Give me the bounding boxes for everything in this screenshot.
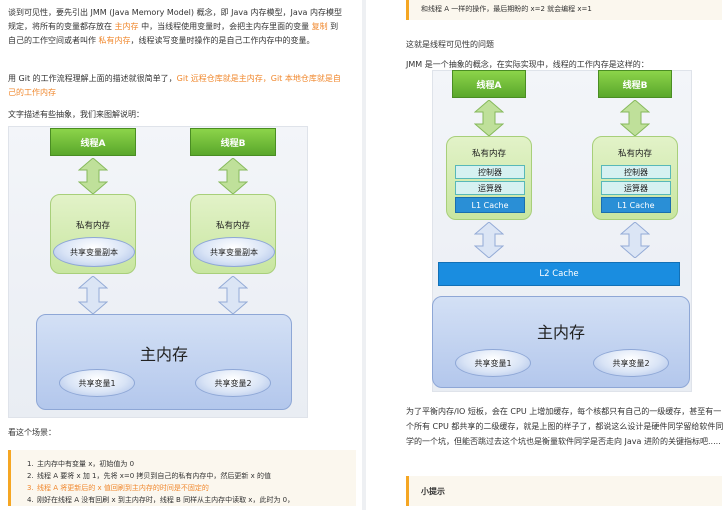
step-number: 4. — [27, 496, 34, 504]
scene-label: 看这个场景： — [8, 428, 56, 437]
top-quote: 和线程 A 一样的操作，最后期盼的 x=2 就会编程 x=1 — [406, 0, 722, 20]
private-memory-a: 私有内存 共享变量副本 — [50, 194, 136, 274]
step-text: 主内存中有变量 x，初始值为 0 — [37, 460, 135, 468]
right-page: 和线程 A 一样的操作，最后期盼的 x=2 就会编程 x=1 这就是线程可见性的… — [366, 0, 728, 510]
private-memory-b: 私有内存 共享变量副本 — [190, 194, 276, 274]
step-text: 刚好在线程 A 没有回刷 x 到主内存时，线程 B 同样从主内存中读取 x，此时… — [37, 496, 295, 504]
git-highlight: Git 远程仓库就是主内存，Git 本地仓库就是自己的工作内存 — [8, 74, 341, 97]
step-number: 2. — [27, 472, 34, 480]
shared-var-1: 共享变量1 — [455, 349, 531, 377]
highlight-private-memory: 私有内存 — [98, 36, 131, 45]
left-page: 谈到可见性，要先引出 JMM (Java Memory Model) 概念，即 … — [0, 0, 362, 510]
alu-box: 运算器 — [601, 181, 671, 195]
double-arrow-icon — [474, 222, 504, 258]
highlight-main-memory: 主内存 — [114, 22, 139, 31]
thread-a-box: 线程A — [452, 70, 526, 98]
shared-var-1: 共享变量1 — [59, 369, 135, 397]
jmm-diagram: 线程A 线程B 私有内存 共享变量副本 私有内存 共享变量副本 主内存 共享变量… — [8, 126, 308, 418]
double-arrow-icon — [218, 276, 248, 314]
diagram-intro: 文字描述有些抽象，我们来图解说明： — [8, 110, 144, 119]
shared-copy-a: 共享变量副本 — [53, 237, 135, 267]
double-arrow-icon — [620, 100, 650, 136]
cpu-cache-diagram: 线程A 线程B 私有内存 控制器 运算器 L1 Cache 私有内存 控制器 运… — [432, 70, 692, 392]
step-item: 1.主内存中有变量 x，初始值为 0 — [27, 458, 294, 470]
jmm-paragraph: JMM 是一个抽象的概念，在实际实现中，线程的工作内存是这样的： — [406, 60, 649, 69]
double-arrow-icon — [78, 158, 108, 194]
double-arrow-icon — [218, 158, 248, 194]
shared-copy-b: 共享变量副本 — [193, 237, 275, 267]
step-text: 线程 A 将更新后的 x 值回刷到主内存的时间是不固定的 — [37, 484, 209, 492]
tip-box: 小提示 — [406, 476, 722, 506]
controller-box: 控制器 — [601, 165, 671, 179]
l2-cache-box: L2 Cache — [438, 262, 680, 286]
step-number: 1. — [27, 460, 34, 468]
problem-text: 这就是线程可见性的问题 — [406, 40, 494, 49]
thread-b-box: 线程B — [190, 128, 276, 156]
explain-paragraph: 为了平衡内存/IO 短板，会在 CPU 上增加缓存，每个核都只有自己的一级缓存，… — [406, 407, 724, 446]
main-memory-box: 主内存 共享变量1 共享变量2 — [432, 296, 690, 388]
double-arrow-icon — [620, 222, 650, 258]
l1-cache-box: L1 Cache — [601, 197, 671, 213]
private-memory-a: 私有内存 控制器 运算器 L1 Cache — [446, 136, 532, 220]
step-item: 2.线程 A 要将 x 加 1，先将 x=0 拷贝到自己的私有内存中，然后更新 … — [27, 470, 294, 482]
alu-box: 运算器 — [455, 181, 525, 195]
main-memory-box: 主内存 共享变量1 共享变量2 — [36, 314, 292, 410]
highlight-copy: 复制 — [311, 22, 328, 31]
step-text: 线程 A 要将 x 加 1，先将 x=0 拷贝到自己的私有内存中，然后更新 x … — [37, 472, 272, 480]
private-memory-b: 私有内存 控制器 运算器 L1 Cache — [592, 136, 678, 220]
shared-var-2: 共享变量2 — [593, 349, 669, 377]
git-paragraph: 用 Git 的工作流程理解上面的描述就很简单了，Git 远程仓库就是主内存，Gi… — [8, 74, 341, 97]
double-arrow-icon — [78, 276, 108, 314]
shared-var-2: 共享变量2 — [195, 369, 271, 397]
step-item: 3.线程 A 将更新后的 x 值回刷到主内存的时间是不固定的 — [27, 482, 294, 494]
step-number: 3. — [27, 484, 34, 492]
step-item: 4.刚好在线程 A 没有回刷 x 到主内存时，线程 B 同样从主内存中读取 x，… — [27, 494, 294, 506]
controller-box: 控制器 — [455, 165, 525, 179]
intro-paragraph: 谈到可见性，要先引出 JMM (Java Memory Model) 概念，即 … — [8, 8, 342, 45]
thread-b-box: 线程B — [598, 70, 672, 98]
thread-a-box: 线程A — [50, 128, 136, 156]
double-arrow-icon — [474, 100, 504, 136]
l1-cache-box: L1 Cache — [455, 197, 525, 213]
tip-label: 小提示 — [421, 487, 445, 496]
